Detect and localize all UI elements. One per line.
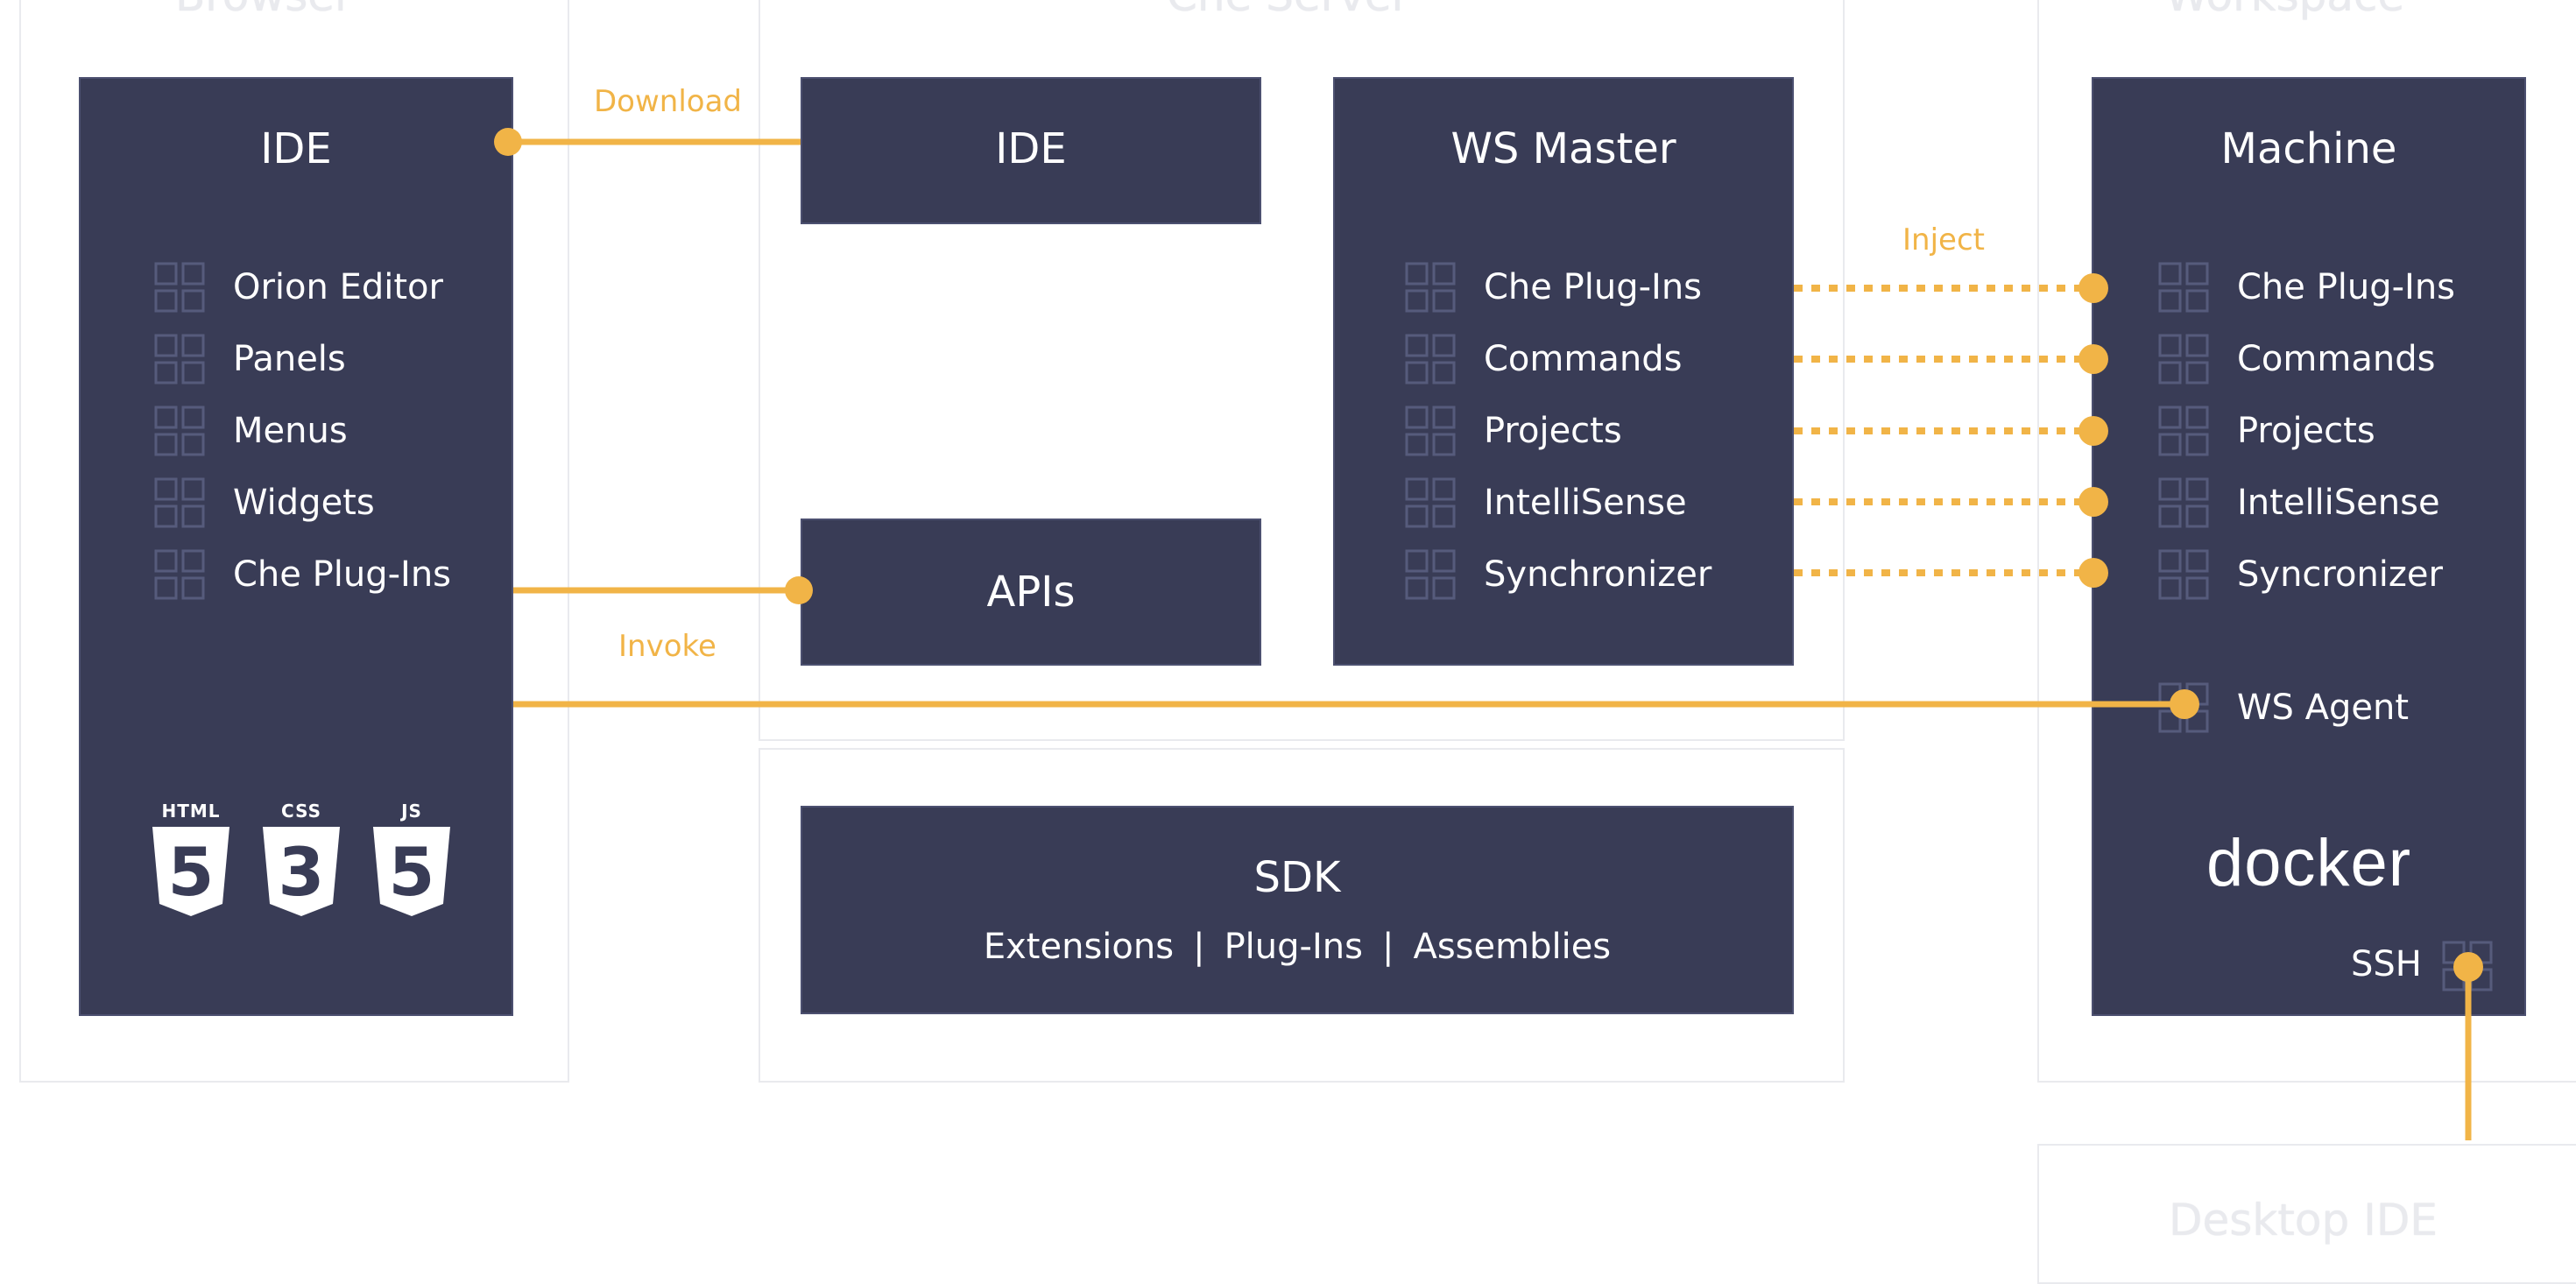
ws-agent-label: WS Agent bbox=[2237, 688, 2410, 728]
module-icon bbox=[154, 262, 205, 313]
module-icon bbox=[1405, 406, 1456, 456]
apis-title: APIs bbox=[986, 568, 1076, 617]
browser-region bbox=[19, 0, 569, 1083]
ws-master-item-label: Projects bbox=[1484, 411, 1622, 451]
browser-ide-item-label: Menus bbox=[233, 411, 348, 451]
machine-title: Machine bbox=[2220, 124, 2397, 173]
machine-item: IntelliSense bbox=[2158, 477, 2440, 528]
sdk-part-extensions: Extensions bbox=[983, 927, 1175, 967]
ssh-label: SSH bbox=[2351, 944, 2422, 984]
apis-box: APIs bbox=[801, 519, 1261, 666]
browser-ide-item: Widgets bbox=[154, 477, 375, 528]
docker-logo: docker bbox=[2205, 826, 2412, 900]
ws-master-item: Che Plug-Ins bbox=[1405, 262, 1703, 313]
module-icon bbox=[154, 406, 205, 456]
ws-master-item-label: IntelliSense bbox=[1484, 483, 1687, 523]
module-icon bbox=[2158, 549, 2209, 600]
machine-item-label: Syncronizer bbox=[2237, 554, 2443, 595]
inject-connector-dot bbox=[2078, 558, 2108, 588]
html5-logo: HTML 5 bbox=[149, 801, 233, 923]
inject-connector-dot bbox=[2078, 273, 2108, 303]
css3-logo-label: CSS bbox=[281, 801, 321, 822]
che-server-region bbox=[759, 0, 1845, 741]
browser-ide-item-label: Panels bbox=[233, 339, 346, 379]
che-server-region-title: Che Server bbox=[1167, 0, 1409, 21]
svg-text:5: 5 bbox=[168, 833, 215, 911]
machine-item: Syncronizer bbox=[2158, 549, 2443, 600]
server-ide-box: IDE bbox=[801, 77, 1261, 224]
plugins-apis-connector-dot bbox=[785, 576, 813, 604]
browser-ide-item-label: Orion Editor bbox=[233, 267, 443, 307]
inject-connector-dot bbox=[2078, 416, 2108, 446]
download-connector-dot bbox=[494, 128, 522, 156]
css3-shield-icon: 3 bbox=[263, 827, 340, 916]
js-shield-icon: 5 bbox=[373, 827, 450, 916]
browser-ide-item: Che Plug-Ins bbox=[154, 549, 452, 600]
ws-master-item-label: Commands bbox=[1484, 339, 1683, 379]
ws-master-item-label: Che Plug-Ins bbox=[1484, 267, 1703, 307]
machine-item-label: Projects bbox=[2237, 411, 2375, 451]
machine-item: Projects bbox=[2158, 406, 2375, 456]
invoke-connector-dot bbox=[2170, 689, 2199, 719]
browser-ide-box: IDE Orion Editor Panels Menus Widgets Ch… bbox=[79, 77, 513, 1016]
browser-ide-item: Orion Editor bbox=[154, 262, 443, 313]
module-icon bbox=[2158, 334, 2209, 384]
server-ide-title: IDE bbox=[995, 124, 1067, 173]
sdk-part-plugins: Plug-Ins bbox=[1224, 927, 1363, 967]
sdk-separator: | bbox=[1193, 927, 1205, 967]
workspace-region bbox=[2037, 0, 2576, 1083]
inject-label: Inject bbox=[1902, 222, 1985, 258]
module-icon bbox=[1405, 549, 1456, 600]
html5-logo-label: HTML bbox=[161, 801, 221, 822]
sdk-box: SDK Extensions | Plug-Ins | Assemblies bbox=[801, 806, 1794, 1014]
browser-ide-item: Panels bbox=[154, 334, 346, 384]
browser-ide-item-label: Che Plug-Ins bbox=[233, 554, 452, 595]
module-icon bbox=[154, 334, 205, 384]
module-icon bbox=[154, 549, 205, 600]
ws-master-title: WS Master bbox=[1450, 124, 1676, 173]
inject-connector-dot bbox=[2078, 344, 2108, 374]
invoke-label: Invoke bbox=[618, 629, 716, 664]
module-icon bbox=[2158, 477, 2209, 528]
js-logo: JS 5 bbox=[370, 801, 454, 923]
ws-master-item: Projects bbox=[1405, 406, 1622, 456]
ws-master-box: WS Master Che Plug-Ins Commands Projects… bbox=[1333, 77, 1794, 666]
module-icon bbox=[1405, 334, 1456, 384]
svg-text:3: 3 bbox=[279, 833, 325, 911]
ws-master-item: Commands bbox=[1405, 334, 1683, 384]
js-logo-label: JS bbox=[401, 801, 422, 822]
connector-layer bbox=[494, 128, 2483, 1140]
inject-connector-dot bbox=[2078, 487, 2108, 517]
sdk-separator: | bbox=[1381, 927, 1394, 967]
che-server-sdk-region bbox=[759, 748, 1845, 1083]
module-icon bbox=[1405, 477, 1456, 528]
ws-master-item: Synchronizer bbox=[1405, 549, 1712, 600]
module-icon bbox=[2158, 262, 2209, 313]
download-label: Download bbox=[594, 84, 743, 119]
module-icon bbox=[2158, 406, 2209, 456]
machine-item-label: IntelliSense bbox=[2237, 483, 2440, 523]
ssh-connector-dot bbox=[2453, 952, 2483, 982]
ws-master-item: IntelliSense bbox=[1405, 477, 1687, 528]
svg-text:5: 5 bbox=[389, 833, 435, 911]
desktop-ide-region-title: Desktop IDE bbox=[2169, 1195, 2438, 1245]
machine-box: Machine Che Plug-Ins Commands Projects I… bbox=[2092, 77, 2526, 1016]
html5-shield-icon: 5 bbox=[152, 827, 229, 916]
browser-ide-item-label: Widgets bbox=[233, 483, 375, 523]
ws-master-item-label: Synchronizer bbox=[1484, 554, 1712, 595]
sdk-parts: Extensions | Plug-Ins | Assemblies bbox=[802, 927, 1792, 967]
sdk-part-assemblies: Assemblies bbox=[1413, 927, 1612, 967]
browser-region-title: Browser bbox=[175, 0, 353, 21]
workspace-region-title: Workspace bbox=[2165, 0, 2404, 21]
module-icon bbox=[154, 477, 205, 528]
machine-item-label: Commands bbox=[2237, 339, 2436, 379]
sdk-title: SDK bbox=[1253, 853, 1341, 902]
machine-item: Che Plug-Ins bbox=[2158, 262, 2456, 313]
browser-ide-title: IDE bbox=[260, 124, 332, 173]
machine-item: Commands bbox=[2158, 334, 2436, 384]
machine-item-label: Che Plug-Ins bbox=[2237, 267, 2456, 307]
browser-ide-item: Menus bbox=[154, 406, 348, 456]
module-icon bbox=[1405, 262, 1456, 313]
css3-logo: CSS 3 bbox=[259, 801, 343, 923]
